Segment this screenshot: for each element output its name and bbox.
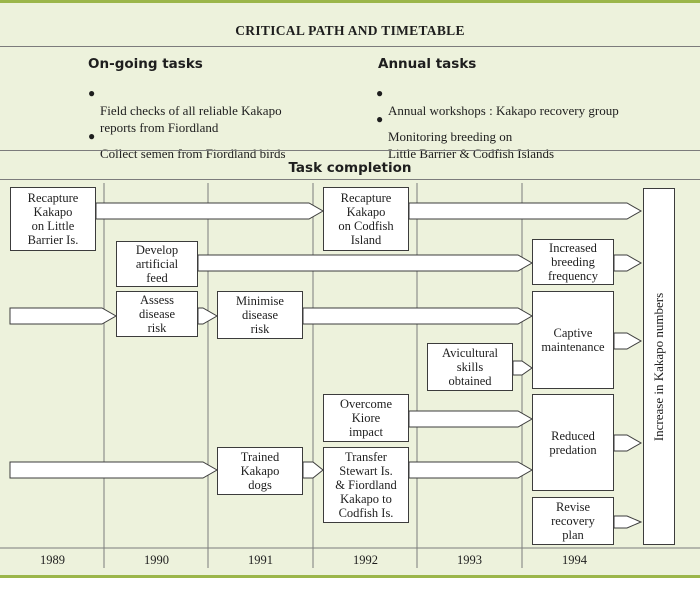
arrow-breeding-to-outcome (613, 254, 643, 272)
arrow-recapture-to-codfish (95, 202, 325, 220)
arrow-start-to-dogs (9, 461, 219, 479)
ongoing-heading: On-going tasks (88, 56, 203, 72)
arrow-minimise-to-captive (302, 307, 534, 325)
bullet-icon: ● (376, 86, 384, 100)
page-title: CRITICAL PATH AND TIMETABLE (235, 23, 465, 38)
arrow-assess-to-minimise (197, 307, 219, 325)
bullet-icon: ● (88, 129, 96, 143)
arrow-skills-to-captive (512, 360, 533, 376)
final-outcome-box: Increase in Kakapo numbers (643, 188, 675, 545)
title-divider (0, 46, 700, 47)
outcome-captive-maintenance: Captive maintenance (532, 291, 614, 389)
annual-task: ● Monitoring breeding on Little Barrier &… (376, 111, 555, 162)
year-label: 1992 (353, 553, 378, 567)
task-assess-disease: Assess disease risk (116, 291, 198, 337)
diagram-panel: CRITICAL PATH AND TIMETABLE On-going tas… (0, 0, 700, 578)
year-label: 1989 (40, 553, 65, 567)
task-transfer-kakapo: Transfer Stewart Is. & Fiordland Kakapo … (323, 447, 409, 523)
year-label: 1991 (248, 553, 273, 567)
annual-task: ● Annual workshops : Kakapo recovery grou… (376, 85, 619, 119)
arrow-codfish-to-outcome (408, 202, 643, 220)
outcome-revise-plan: Revise recovery plan (532, 497, 614, 545)
final-outcome-label: Increase in Kakapo numbers (651, 292, 666, 441)
arrow-start-to-assess (9, 307, 118, 325)
section-divider (0, 150, 700, 151)
arrow-plan-to-outcome (613, 515, 643, 529)
task-text: Annual workshops : Kakapo recovery group (388, 103, 619, 118)
task-trained-dogs: Trained Kakapo dogs (217, 447, 303, 495)
ongoing-task: ● Collect semen from Fiordland birds (88, 128, 286, 162)
task-arrows (9, 202, 643, 529)
year-label: 1993 (457, 553, 482, 567)
task-recapture-little-barrier: Recapture Kakapo on Little Barrier Is. (10, 187, 96, 251)
bullet-icon: ● (376, 112, 384, 126)
task-recapture-codfish: Recapture Kakapo on Codfish Island (323, 187, 409, 251)
task-minimise-disease: Minimise disease risk (217, 291, 303, 339)
ongoing-task: ● Field checks of all reliable Kakapo rep… (88, 85, 282, 136)
arrow-predation-to-outcome (613, 434, 643, 452)
task-avicultural-skills: Avicultural skills obtained (427, 343, 513, 391)
outcome-increased-breeding: Increased breeding frequency (532, 239, 614, 285)
arrow-transfer-to-predation (408, 461, 534, 479)
outcome-reduced-predation: Reduced predation (532, 394, 614, 491)
task-text: Monitoring breeding on Little Barrier & … (388, 129, 555, 161)
arrow-dogs-to-transfer (302, 461, 324, 479)
task-text: Collect semen from Fiordland birds (100, 146, 286, 161)
bullet-icon: ● (88, 86, 96, 100)
task-overcome-kiore: Overcome Kiore impact (323, 394, 409, 442)
arrow-captive-to-outcome (613, 332, 643, 350)
arrow-kiore-to-predation (408, 410, 534, 428)
task-completion-title: Task completion (288, 160, 412, 176)
arrow-feed-to-breeding (197, 254, 534, 272)
year-label: 1994 (562, 553, 587, 567)
section-divider (0, 179, 700, 180)
year-label: 1990 (144, 553, 169, 567)
annual-heading: Annual tasks (378, 56, 477, 72)
task-develop-feed: Develop artificial feed (116, 241, 198, 287)
timeline-diagram (0, 183, 700, 568)
task-text: Field checks of all reliable Kakapo repo… (100, 103, 282, 135)
